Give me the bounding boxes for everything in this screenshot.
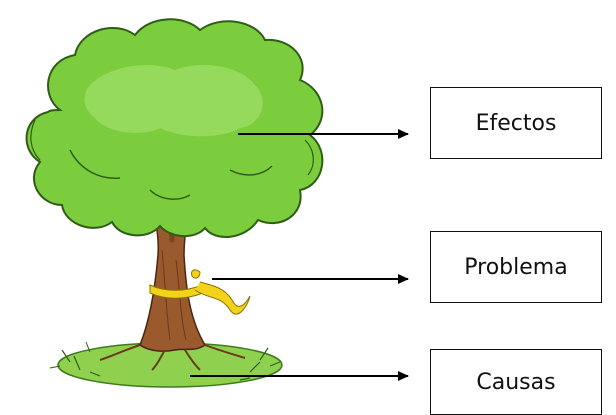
efectos-box: Efectos <box>430 87 602 159</box>
yellow-ribbon <box>149 269 251 315</box>
problema-box: Problema <box>430 231 602 303</box>
causas-label: Causas <box>476 369 556 395</box>
problema-label: Problema <box>464 254 568 280</box>
efectos-label: Efectos <box>475 110 557 136</box>
causas-box: Causas <box>430 349 602 415</box>
tree-canopy <box>25 18 324 239</box>
